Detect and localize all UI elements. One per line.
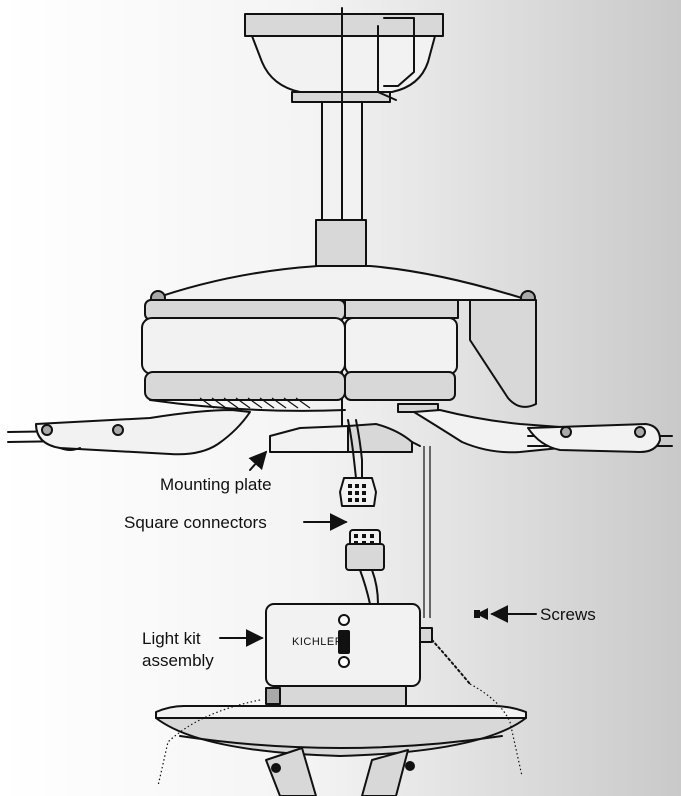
vent-slots <box>199 397 311 409</box>
label-light-kit-line2: assembly <box>142 651 214 670</box>
label-mounting-plate: Mounting plate <box>160 475 272 494</box>
pull-chains <box>157 683 523 787</box>
light-kit-assembly: KICHLER <box>265 603 471 707</box>
screw <box>474 608 488 620</box>
brand-text: KICHLER <box>292 636 343 648</box>
light-sockets <box>265 747 415 796</box>
mounting-plate <box>269 423 431 618</box>
blades <box>7 409 673 456</box>
label-screws: Screws <box>540 605 596 624</box>
motor-housing <box>141 265 537 413</box>
label-square-connectors: Square connectors <box>124 513 267 532</box>
lower-connector <box>345 529 385 605</box>
downrod <box>315 7 367 431</box>
wiring <box>339 419 377 507</box>
light-bowl <box>155 705 527 757</box>
canopy <box>244 13 444 103</box>
label-light-kit-line1: Light kit <box>142 629 201 648</box>
callouts: Mounting plate Square connectors Screws … <box>124 450 596 670</box>
